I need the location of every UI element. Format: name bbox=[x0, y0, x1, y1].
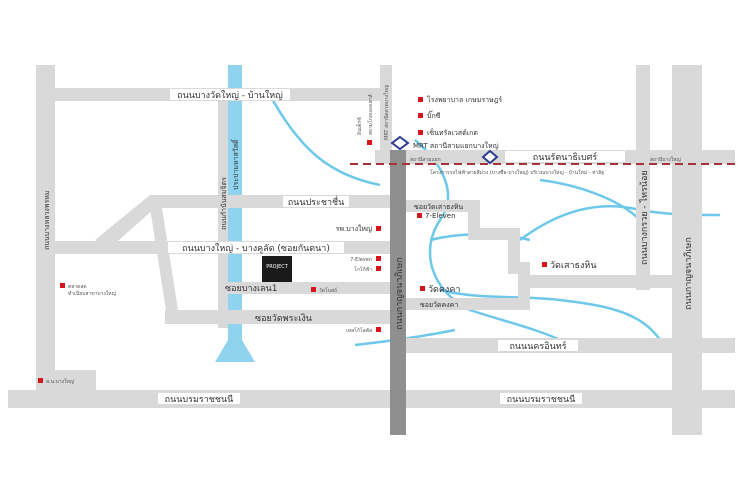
road-label-bangkruai-sainoi: ถนนบางกรวย - ไทรน้อย bbox=[639, 170, 650, 265]
place-tops: โกโก้ฟ้า bbox=[354, 266, 372, 273]
road-label-soi-banglen: ซอยบางเลน1 bbox=[225, 284, 277, 294]
road-top-right-stub bbox=[380, 65, 392, 155]
label-bg bbox=[168, 242, 344, 253]
road-label-soi-watphrangern: ซอยวัดพระเงิน bbox=[255, 313, 312, 324]
place-siam-global: สยามโกลบอลเฮาส์ bbox=[367, 94, 374, 135]
place-hospital: โรงพยาบาล เกษมราษฎร์ bbox=[427, 95, 502, 104]
road-label-prachachuen: ถนนประชาชื่น bbox=[288, 195, 345, 208]
label-bg bbox=[170, 89, 290, 100]
place-mrt-station-v[interactable]: MRT สถานีตลาดบางใหญ่ bbox=[383, 85, 390, 140]
project-logo-text: PROJECT bbox=[266, 264, 289, 270]
place-7eleven-2: 7-Eleven bbox=[350, 257, 372, 263]
red-square-marker bbox=[542, 262, 547, 267]
road-soi-banglen bbox=[218, 282, 390, 294]
place-wat-khongkha: วัดคงคา bbox=[428, 285, 460, 295]
red-square-marker bbox=[418, 130, 423, 135]
place-police: ส.น.บางใหญ่ bbox=[46, 378, 74, 385]
place-station-left: สถานีสามแยก bbox=[410, 156, 441, 163]
place-bigc: บิ๊กซี bbox=[427, 110, 441, 120]
place-rail-note: โครงการรถไฟฟ้าสายสีม่วง (บางซื่อ-บางใหญ่… bbox=[430, 169, 604, 176]
place-market-sub: ทำเนียบสาขาบางใหญ่ bbox=[68, 290, 116, 297]
road-left-stub bbox=[36, 370, 96, 390]
label-bg bbox=[498, 340, 578, 351]
label-bg bbox=[505, 151, 625, 162]
road-label-borom-left: ถนนบรมราชชนนี bbox=[165, 394, 234, 405]
label-bg bbox=[283, 196, 349, 207]
road-soi-watphrangern bbox=[165, 310, 390, 324]
place-markers: โรงพยาบาล เกษมราษฎร์ บิ๊กซี เซ็นทรัลเวสต… bbox=[38, 85, 681, 385]
road-soi-saothonghin bbox=[405, 200, 530, 300]
road-kanlapaphruek bbox=[672, 65, 702, 435]
label-bg bbox=[500, 393, 582, 404]
road-label-borom-right: ถนนบรมราชชนนี bbox=[507, 394, 576, 405]
road-prachachuen bbox=[95, 195, 390, 248]
river-north bbox=[268, 94, 381, 187]
mrt-diamond-icon bbox=[390, 135, 499, 165]
road-diag-link bbox=[150, 208, 178, 310]
road-label-ratchaphruek: ถนนรัตนาธิเบศร์ bbox=[533, 151, 598, 163]
road-labels: ถนนบางวัดใหญ่ - บ้านใหญ่ ถนนรัตนาธิเบศร์… bbox=[43, 89, 694, 405]
red-square-marker bbox=[376, 327, 381, 332]
road-label-bangwatyai: ถนนบางวัดใหญ่ - บ้านใหญ่ bbox=[177, 90, 283, 101]
road-east-h bbox=[530, 275, 675, 288]
place-wat-saothonghin: วัดเสาธงหิน bbox=[550, 260, 597, 271]
red-square-marker bbox=[376, 256, 381, 261]
place-rp-bangyai: รพ.บางใหญ่ bbox=[336, 224, 372, 233]
road-label-kamnan: ถนนกำนันสมจิตร bbox=[220, 177, 228, 230]
red-square-marker bbox=[38, 378, 43, 383]
red-square-marker bbox=[418, 97, 423, 102]
red-square-marker bbox=[311, 287, 316, 292]
road-bangkruai-sainoi bbox=[636, 65, 650, 290]
red-square-marker bbox=[376, 226, 381, 231]
place-7eleven-1: 7-Eleven bbox=[425, 212, 456, 220]
red-square-marker bbox=[418, 113, 423, 118]
road-label-kanlapaphruek: ถนนกาญจนาภิเษก bbox=[683, 237, 694, 310]
red-square-marker bbox=[367, 140, 372, 145]
road-label-soi-saothonghin: ซอยวัดเสาธงหิน bbox=[414, 203, 463, 211]
road-left-vertical bbox=[36, 65, 55, 395]
road-label-nakhonin: ถนนนครอินทร์ bbox=[509, 340, 566, 352]
road-label-soi-khongkha: ซอยวัดคงคา bbox=[420, 301, 458, 309]
road-soi-khongkha bbox=[405, 298, 530, 310]
river-sw bbox=[354, 328, 456, 347]
place-central: เซ็นทรัลเวสต์เกต bbox=[427, 128, 478, 137]
red-square-marker bbox=[60, 283, 65, 288]
place-station-right: สถานีบางใหญ่ bbox=[650, 156, 681, 163]
place-market: ตลาดสด bbox=[68, 284, 87, 290]
road-label-kanchanaphisek: ถนนกาญจนาภิเษก bbox=[394, 257, 405, 330]
red-square-marker bbox=[376, 266, 381, 271]
place-index: อินเด็กซ์ bbox=[355, 117, 363, 135]
river-central bbox=[414, 139, 561, 342]
place-mrt-station[interactable]: MRT สถานีสามแยกบางใหญ่ bbox=[413, 141, 499, 150]
place-wat-lat: วัดโบสถ์ bbox=[319, 287, 337, 294]
river-south bbox=[439, 288, 662, 341]
project-building-icon[interactable]: PROJECT bbox=[262, 256, 292, 282]
road-label-khlong: ประปามหาสวัสดิ์ bbox=[230, 138, 240, 190]
canal-end bbox=[215, 340, 255, 362]
place-pharmacy: เทสโก้โลตัส bbox=[346, 327, 372, 334]
rivers bbox=[268, 94, 721, 347]
river-east-2 bbox=[539, 178, 641, 221]
road-label-bangluang: ถนนบางหลวงพรหม bbox=[43, 191, 51, 250]
road-label-bangyai-bangkhulat: ถนนบางใหญ่ - บางคูลัด (ซอยกันตนา) bbox=[182, 243, 330, 254]
road-borommaratchachonnani bbox=[8, 390, 735, 408]
red-square-marker bbox=[420, 286, 425, 291]
label-bg bbox=[158, 393, 240, 404]
red-square-marker bbox=[417, 213, 422, 218]
road-kanchanaphisek bbox=[390, 150, 406, 435]
